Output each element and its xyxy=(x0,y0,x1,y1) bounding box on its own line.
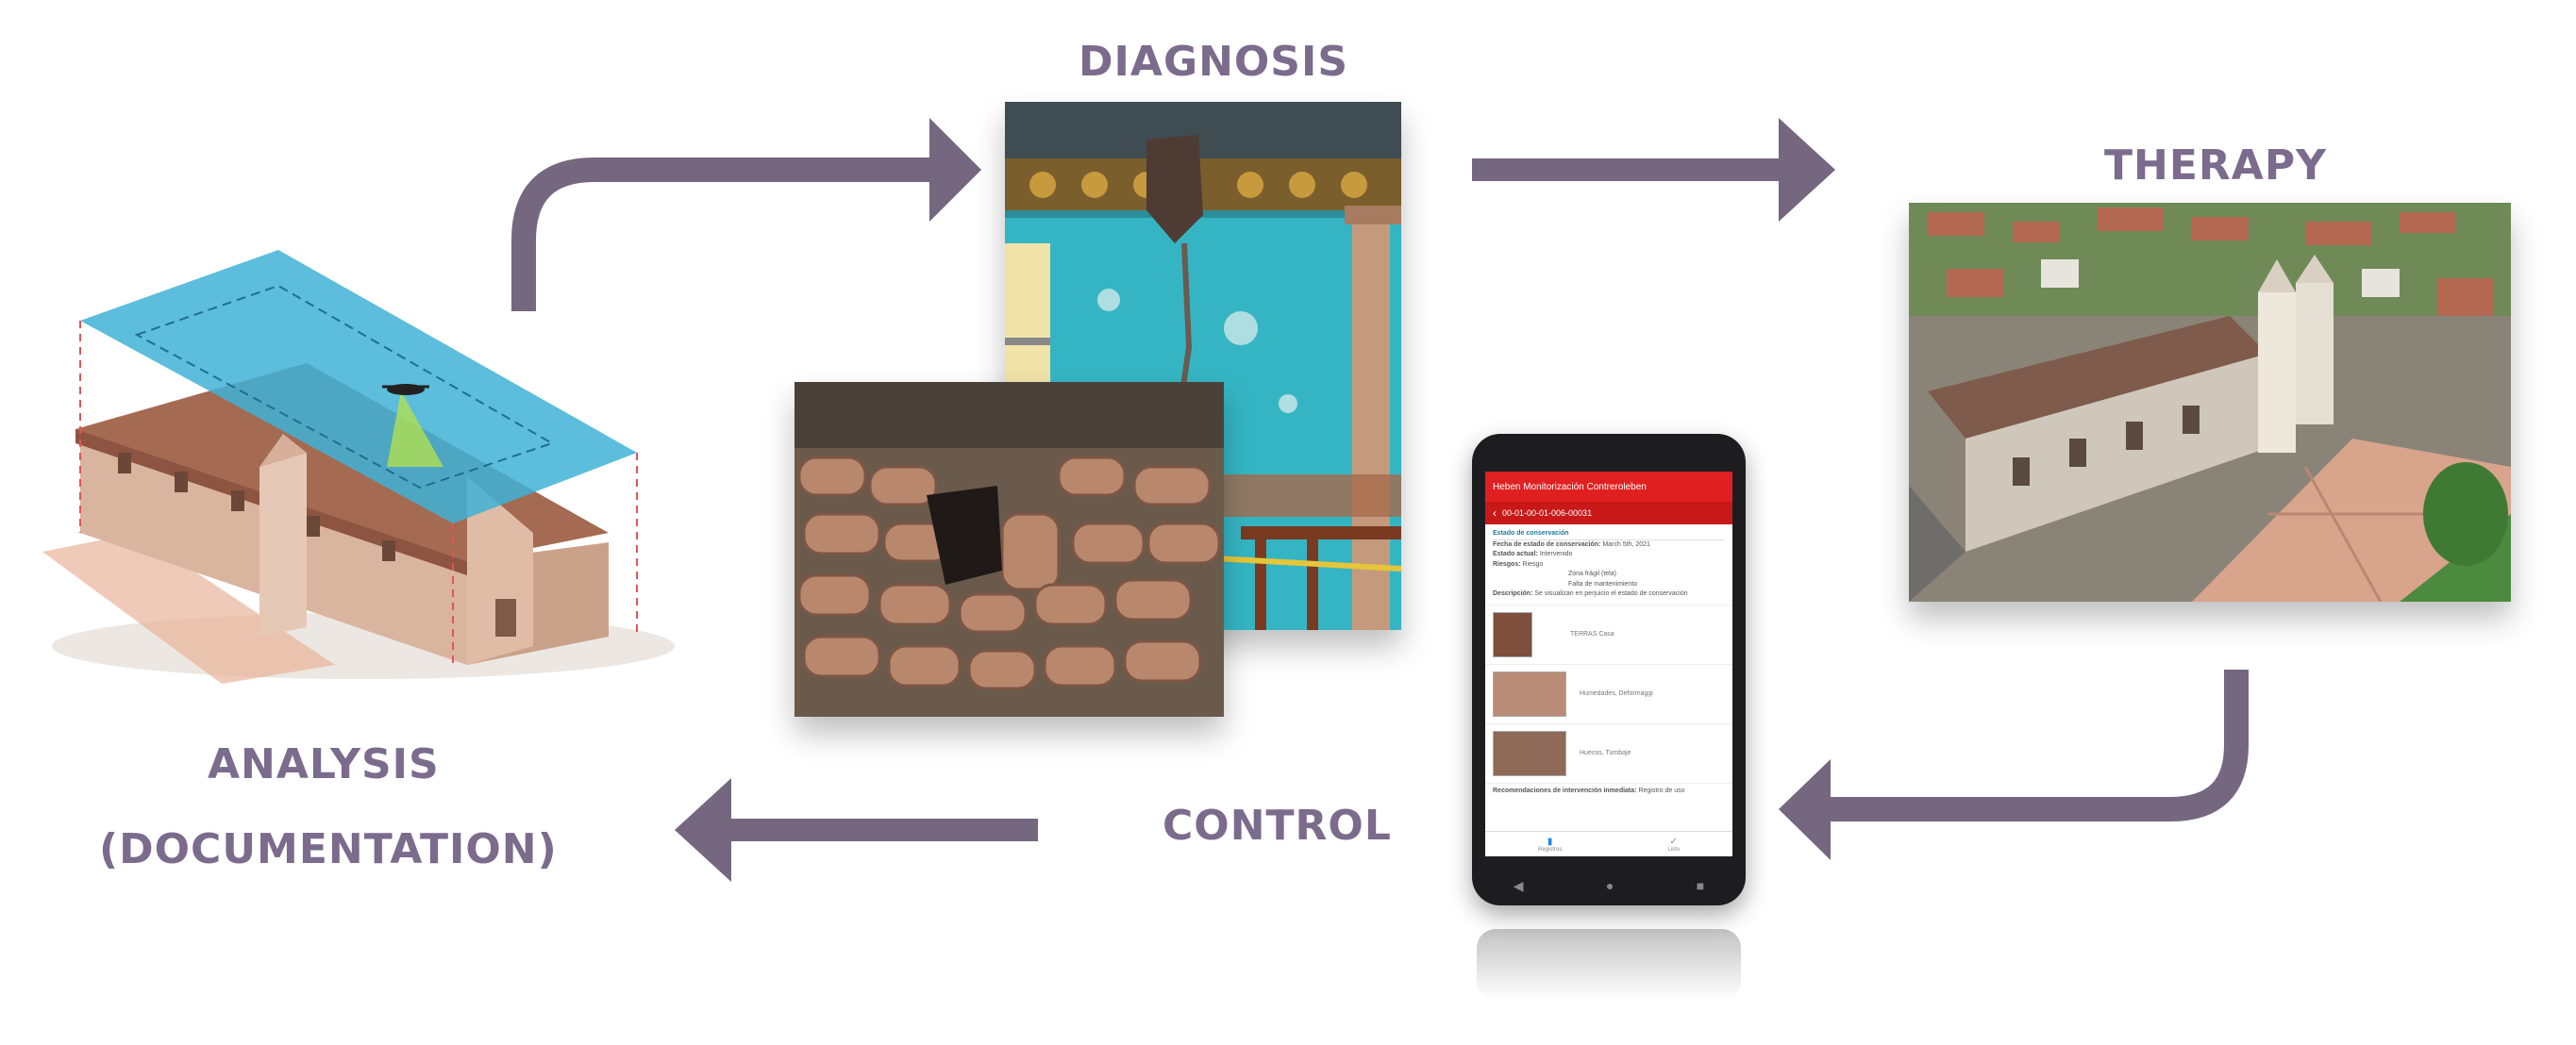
back-icon[interactable]: ‹ xyxy=(1493,506,1497,520)
app-title: Heben Monitorización Contreroleben xyxy=(1493,481,1647,492)
media-thumbnail xyxy=(1493,611,1532,657)
media-list: TERRAS Casa Humedades, Deformaggi Huecos… xyxy=(1485,604,1732,783)
media-caption: Humedades, Deformaggi xyxy=(1580,690,1653,697)
home-nav-icon[interactable]: ● xyxy=(1605,878,1614,893)
app-bottom-nav: ▮Registros ✓Listo xyxy=(1485,831,1732,856)
section-title: Estado de conservación xyxy=(1493,529,1725,540)
recents-nav-icon[interactable]: ■ xyxy=(1696,878,1705,893)
media-item[interactable]: Humedades, Deformaggi xyxy=(1485,663,1732,723)
record-bar[interactable]: ‹ 00-01-00-01-006-00031 xyxy=(1485,502,1732,524)
media-thumbnail xyxy=(1493,730,1566,776)
arrow-diagnosis-to-therapy xyxy=(1472,118,1835,222)
nav-records[interactable]: ▮Registros xyxy=(1537,836,1563,853)
label-analysis: ANALYSIS xyxy=(208,740,440,788)
risk-item: Falta de mantenimiento xyxy=(1568,580,1638,588)
phone-device: Heben Monitorización Contreroleben ‹ 00-… xyxy=(1472,434,1746,905)
phone-screen: Heben Monitorización Contreroleben ‹ 00-… xyxy=(1485,472,1732,856)
phone-reflection xyxy=(1477,929,1741,1000)
media-item[interactable]: Huecos, Tumbaje xyxy=(1485,722,1732,783)
back-nav-icon[interactable]: ◀ xyxy=(1513,878,1524,893)
arrow-therapy-to-control xyxy=(1779,670,2249,860)
arrow-analysis-to-diagnosis xyxy=(511,118,981,311)
nav-done[interactable]: ✓Listo xyxy=(1667,836,1680,853)
record-id: 00-01-00-01-006-00031 xyxy=(1502,508,1593,518)
document-icon: ▮ xyxy=(1547,836,1553,847)
media-thumbnail xyxy=(1493,671,1566,717)
check-icon: ✓ xyxy=(1669,836,1678,847)
android-nav-bar: ◀ ● ■ xyxy=(1472,878,1746,894)
label-diagnosis: DIAGNOSIS xyxy=(1079,38,1349,86)
church-3d-model xyxy=(42,250,675,684)
diagnosis-roof-tiles-photo xyxy=(795,382,1224,717)
label-control: CONTROL xyxy=(1163,802,1392,850)
description-row: Descripción: Se visualizan en perjuicio … xyxy=(1493,590,1688,597)
therapy-aerial-photo xyxy=(1909,203,2511,602)
label-documentation: (DOCUMENTATION) xyxy=(99,825,558,873)
arrow-control-to-analysis xyxy=(675,778,1038,882)
media-caption: TERRAS Casa xyxy=(1570,631,1614,638)
label-therapy: THERAPY xyxy=(2104,141,2327,190)
state-row: Riesgos: Riesgo xyxy=(1493,560,1544,568)
app-header: Heben Monitorización Contreroleben xyxy=(1485,472,1732,502)
risk-item: Zona frágil (tela) xyxy=(1568,571,1616,577)
recommendation-row: Recomendaciones de intervención inmediat… xyxy=(1485,782,1732,798)
media-item[interactable]: TERRAS Casa xyxy=(1485,604,1732,664)
state-row: Fecha de estado de conservación: March 5… xyxy=(1493,540,1650,548)
state-row: Estado actual: Intervenido xyxy=(1493,551,1573,557)
media-caption: Huecos, Tumbaje xyxy=(1580,750,1631,756)
